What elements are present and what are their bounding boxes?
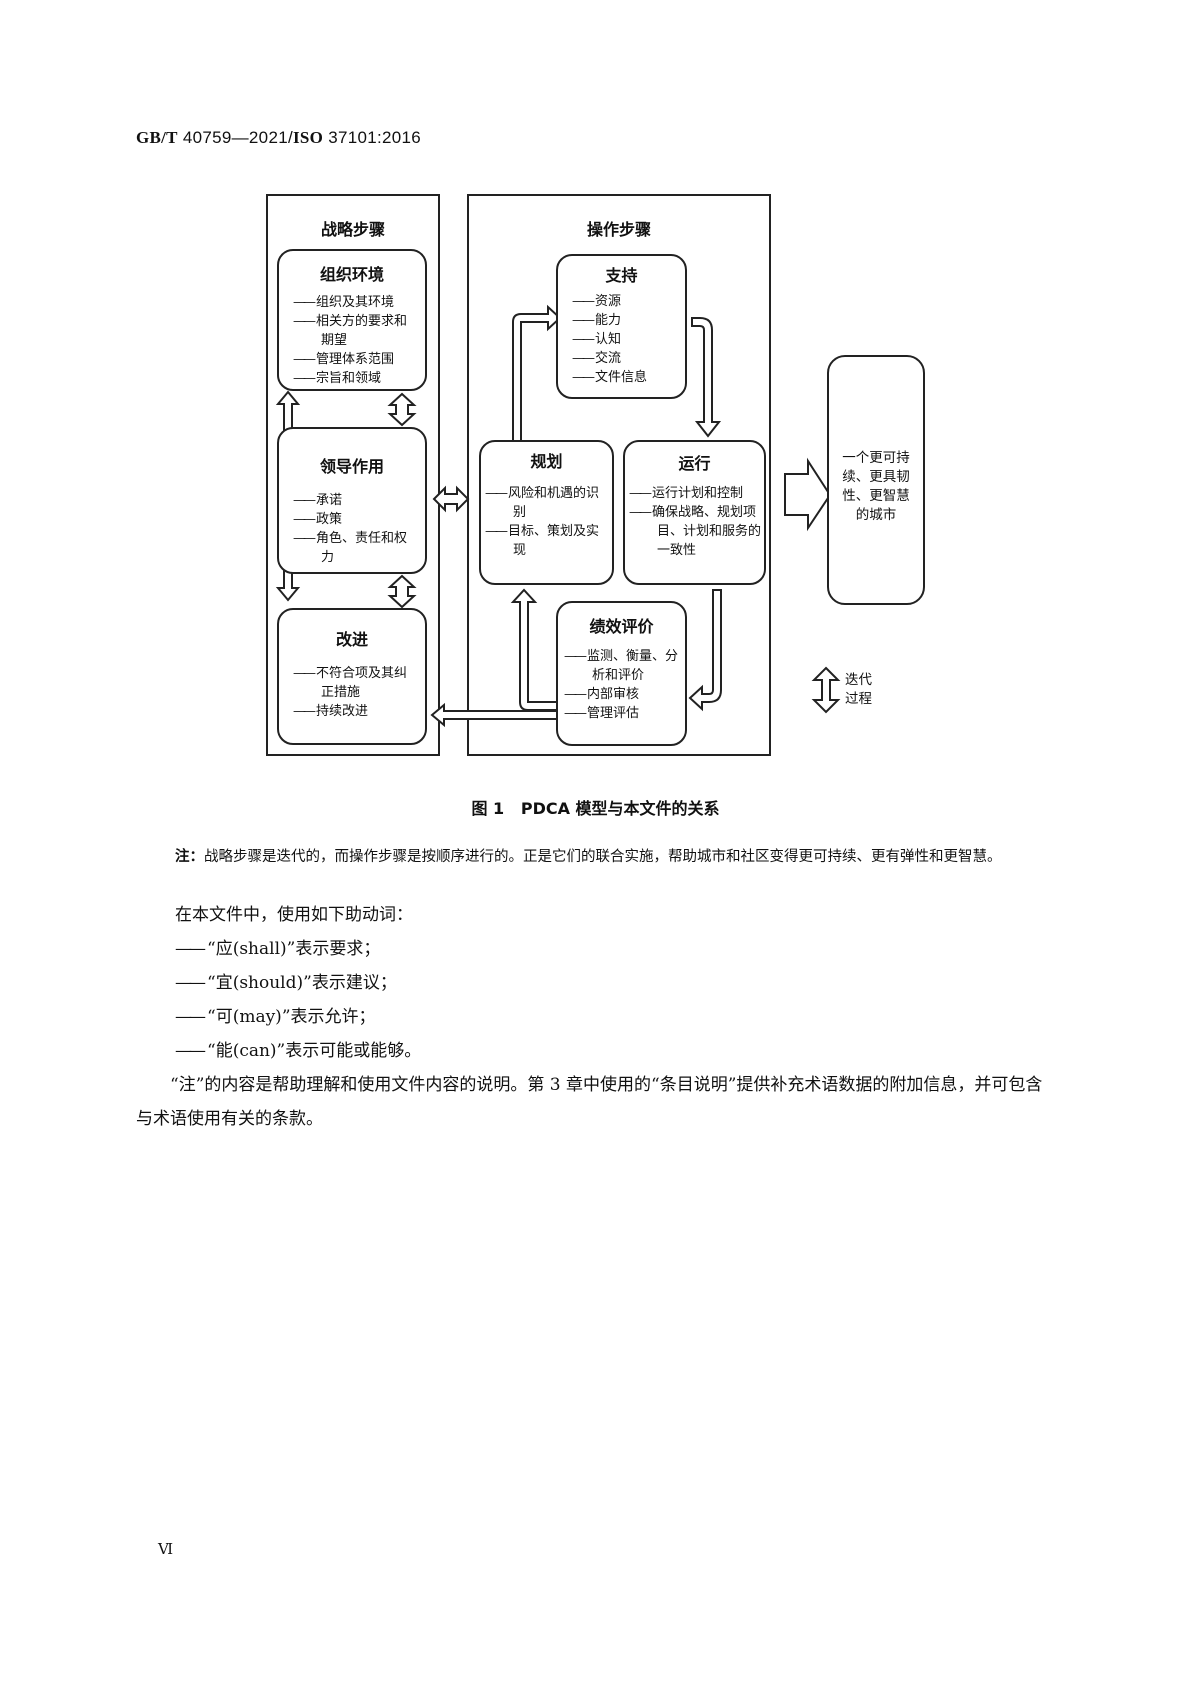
arrow-evaluation-to-improvement (430, 702, 561, 728)
standard-number: GB/T 40759—2021/ISO 37101:2016 (136, 128, 422, 147)
list-item: 目标、策划及实现 (485, 522, 606, 560)
box-context-title: 组织环境 (319, 265, 384, 284)
operational-steps-title: 操作步骤 (586, 220, 651, 239)
arrow-planning-to-support (512, 304, 562, 442)
arrow-evaluation-to-planning (510, 588, 561, 711)
box-evaluation-title: 绩效评价 (589, 617, 654, 636)
arrow-support-to-operation (691, 317, 722, 438)
list-item: 内部审核 (564, 685, 679, 704)
strategic-steps-panel (266, 194, 440, 756)
note-text: 战略步骤是迭代的，而操作步骤是按顺序进行的。正是它们的联合实施，帮助城市和社区变… (204, 849, 1002, 865)
box-evaluation: 绩效评价 监测、衡量、分析和评价 内部审核 管理评估 (556, 601, 687, 746)
list-item: 文件信息 (572, 368, 679, 387)
arrow-operation-to-evaluation (688, 589, 722, 712)
box-improvement-items: 不符合项及其纠正措施 持续改进 (279, 664, 425, 721)
list-item: 承诺 (293, 491, 419, 510)
box-leadership: 领导作用 承诺 政策 角色、责任和权力 (277, 427, 427, 574)
verb-shall: “应(shall)”表示要求； (175, 932, 380, 966)
box-evaluation-items: 监测、衡量、分析和评价 内部审核 管理评估 (558, 647, 685, 723)
box-context: 组织环境 组织及其环境 相关方的要求和期望 管理体系范围 宗旨和领域 (277, 249, 427, 391)
list-item: 风险和机遇的识别 (485, 484, 606, 522)
list-item: 认知 (572, 330, 679, 349)
list-item: 能力 (572, 311, 679, 330)
box-operation-title: 运行 (678, 454, 711, 473)
box-improvement: 改进 不符合项及其纠正措施 持续改进 (277, 608, 427, 745)
page-number: Ⅵ (158, 1540, 174, 1558)
list-item: 交流 (572, 349, 679, 368)
box-leadership-items: 承诺 政策 角色、责任和权力 (279, 491, 425, 567)
legend-iterative-arrow (811, 666, 841, 714)
double-arrow-leadership-improvement (387, 574, 417, 609)
note-explanation-paragraph: “注”的内容是帮助理解和使用文件内容的说明。第 3 章中使用的“条目说明”提供补… (136, 1075, 1043, 1129)
list-item: 运行计划和控制 (629, 484, 762, 503)
figure-caption: 图 1 PDCA 模型与本文件的关系 (471, 799, 720, 818)
verb-should: “宜(should)”表示建议； (175, 966, 397, 1000)
box-support-items: 资源 能力 认知 交流 文件信息 (558, 292, 685, 387)
verb-can: “能(can)”表示可能或能够。 (175, 1034, 421, 1068)
box-planning: 规划 风险和机遇的识别 目标、策划及实现 (479, 440, 614, 585)
note-label: 注： (175, 849, 204, 865)
box-support-title: 支持 (605, 266, 638, 285)
box-operation-items: 运行计划和控制 确保战略、规划项目、计划和服务的一致性 (625, 484, 764, 560)
box-planning-title: 规划 (530, 452, 563, 471)
list-item: 资源 (572, 292, 679, 311)
box-improvement-title: 改进 (335, 630, 368, 649)
box-outcome: 一个更可持续、更具韧性、更智慧的城市 (827, 355, 925, 605)
box-support: 支持 资源 能力 认知 交流 文件信息 (556, 254, 687, 399)
box-leadership-title: 领导作用 (319, 457, 384, 476)
figure-note: 注：战略步骤是迭代的，而操作步骤是按顺序进行的。正是它们的联合实施，帮助城市和社… (175, 843, 1075, 872)
list-item: 确保战略、规划项目、计划和服务的一致性 (629, 503, 762, 560)
legend-label: 迭代过程 (845, 672, 872, 707)
box-planning-items: 风险和机遇的识别 目标、策划及实现 (481, 484, 612, 560)
box-context-items: 组织及其环境 相关方的要求和期望 管理体系范围 宗旨和领域 (279, 293, 425, 388)
list-item: 不符合项及其纠正措施 (293, 664, 419, 702)
list-item: 组织及其环境 (293, 293, 419, 312)
verb-may: “可(may)”表示允许； (175, 1000, 376, 1034)
list-item: 角色、责任和权力 (293, 529, 419, 567)
list-item: 宗旨和领域 (293, 369, 419, 388)
list-item: 监测、衡量、分析和评价 (564, 647, 679, 685)
outcome-text: 一个更可持续、更具韧性、更智慧的城市 (842, 450, 910, 523)
outcome-arrow (784, 457, 832, 532)
list-item: 持续改进 (293, 702, 419, 721)
box-operation: 运行 运行计划和控制 确保战略、规划项目、计划和服务的一致性 (623, 440, 766, 585)
list-item: 政策 (293, 510, 419, 529)
list-item: 管理体系范围 (293, 350, 419, 369)
list-item: 相关方的要求和期望 (293, 312, 419, 350)
strategic-steps-title: 战略步骤 (320, 220, 385, 239)
auxiliary-verbs-intro: 在本文件中，使用如下助动词： (175, 905, 413, 925)
double-arrow-strategic-operational (432, 485, 470, 513)
operational-steps-panel (467, 194, 771, 756)
list-item: 管理评估 (564, 704, 679, 723)
double-arrow-context-leadership (387, 392, 417, 427)
